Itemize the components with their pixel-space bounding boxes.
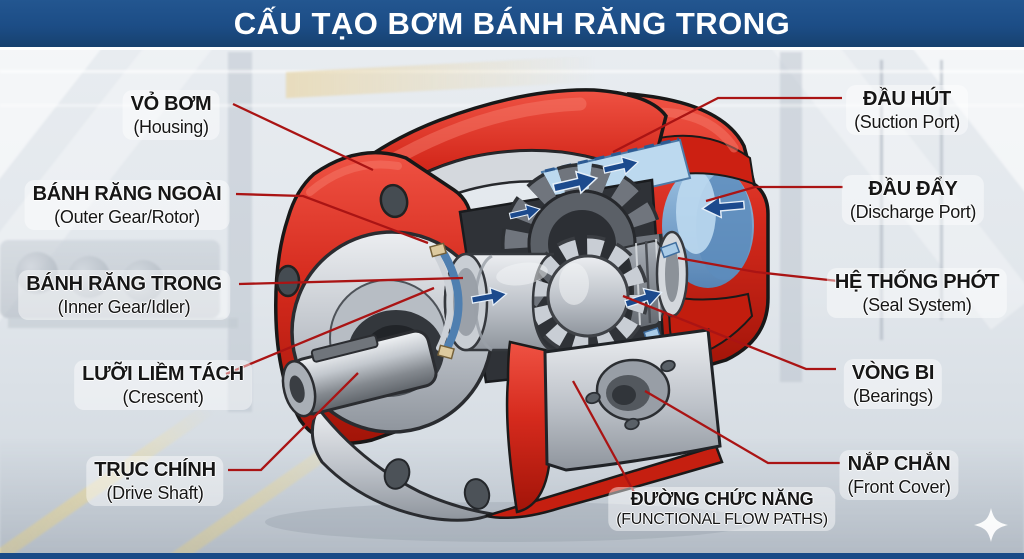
front-cover-plate bbox=[543, 328, 722, 472]
label-outer-gear: BÁNH RĂNG NGOÀI (Outer Gear/Rotor) bbox=[24, 180, 230, 230]
label-suction-port-en: (Suction Port) bbox=[854, 112, 960, 132]
bg-drum bbox=[16, 252, 58, 294]
label-crescent-en: (Crescent) bbox=[122, 387, 204, 407]
leader-inner-gear bbox=[238, 276, 464, 286]
label-inner-gear-en: (Inner Gear/Idler) bbox=[57, 297, 191, 317]
leader-crescent bbox=[225, 286, 435, 376]
bolt-hole bbox=[275, 264, 301, 298]
screw-hole bbox=[660, 359, 676, 373]
label-front-cover-en: (Front Cover) bbox=[847, 477, 951, 497]
leader-front-cover bbox=[644, 390, 840, 465]
pump-shadow bbox=[265, 502, 755, 542]
page-title: CẤU TẠO BƠM BÁNH RĂNG TRONG bbox=[233, 5, 791, 41]
leader-suction-port bbox=[612, 96, 842, 154]
label-seal-system-en: (Seal System) bbox=[862, 295, 972, 315]
label-housing: VỎ BƠM (Housing) bbox=[122, 90, 220, 140]
label-crescent-vi: LƯỠI LIỀM TÁCH bbox=[82, 363, 244, 385]
leader-lines bbox=[225, 96, 843, 493]
label-outer-gear-vi: BÁNH RĂNG NGOÀI bbox=[32, 183, 222, 205]
label-drive-shaft-vi: TRỤC CHÍNH bbox=[94, 459, 216, 481]
drive-shaft bbox=[281, 329, 438, 418]
leader-outer-gear bbox=[235, 192, 429, 245]
bottom-strip bbox=[0, 553, 1024, 559]
label-inner-gear: BÁNH RĂNG TRONG (Inner Gear/Idler) bbox=[18, 270, 230, 320]
label-discharge-port: ĐẦU ĐẨY (Discharge Port) bbox=[841, 175, 985, 225]
inner-gear bbox=[527, 235, 649, 357]
label-bearings-vi: VÒNG BI bbox=[851, 362, 935, 384]
leader-discharge-port bbox=[705, 185, 843, 203]
label-housing-vi: VỎ BƠM bbox=[130, 93, 212, 115]
label-bearings: VÒNG BI (Bearings) bbox=[843, 359, 943, 409]
bg-drum bbox=[68, 256, 110, 298]
bg-shelf bbox=[8, 318, 238, 328]
label-drive-shaft-en: (Drive Shaft) bbox=[106, 483, 204, 503]
bg-drum bbox=[122, 260, 164, 302]
label-suction-port: ĐẦU HÚT (Suction Port) bbox=[846, 85, 968, 135]
label-bearings-en: (Bearings) bbox=[852, 386, 934, 406]
label-housing-en: (Housing) bbox=[133, 117, 209, 137]
bolt-hole bbox=[383, 458, 411, 490]
housing-bottom-band bbox=[485, 444, 724, 520]
label-discharge-port-en: (Discharge Port) bbox=[849, 202, 977, 222]
seal-element bbox=[659, 241, 681, 259]
bg-column bbox=[880, 60, 883, 340]
shaft-keyway bbox=[310, 334, 379, 363]
bg-column bbox=[940, 60, 943, 320]
label-seal-system: HỆ THỐNG PHỚT (Seal System) bbox=[826, 268, 1008, 318]
label-seal-system-vi: HỆ THỐNG PHỚT bbox=[834, 271, 1000, 293]
leader-drive-shaft bbox=[228, 372, 359, 472]
leader-seal-system bbox=[677, 256, 839, 283]
label-outer-gear-en: (Outer Gear/Rotor) bbox=[54, 207, 200, 227]
screw-hole bbox=[624, 417, 640, 431]
bg-column bbox=[780, 52, 802, 382]
label-suction-port-vi: ĐẦU HÚT bbox=[863, 88, 951, 110]
leader-bearings bbox=[622, 294, 836, 371]
sparkle-icon bbox=[974, 508, 1008, 542]
leader-flow-paths bbox=[571, 380, 636, 493]
crescent-spacer bbox=[429, 242, 463, 360]
label-crescent: LƯỠI LIỀM TÁCH (Crescent) bbox=[74, 360, 252, 410]
label-front-cover: NẮP CHẮN (Front Cover) bbox=[839, 450, 959, 500]
leader-housing bbox=[232, 102, 374, 172]
label-flow-paths-en: (FUNCTIONAL FLOW PATHS) bbox=[616, 511, 828, 528]
label-drive-shaft: TRỤC CHÍNH (Drive Shaft) bbox=[86, 456, 224, 506]
bolt-hole bbox=[379, 183, 409, 219]
label-flow-paths-vi: ĐƯỜNG CHỨC NĂNG bbox=[630, 489, 814, 509]
title-banner: CẤU TẠO BƠM BÁNH RĂNG TRONG bbox=[0, 0, 1024, 47]
label-inner-gear-vi: BÁNH RĂNG TRONG bbox=[26, 273, 222, 295]
label-flow-paths: ĐƯỜNG CHỨC NĂNG (FUNCTIONAL FLOW PATHS) bbox=[608, 487, 836, 531]
label-front-cover-vi: NẮP CHẮN bbox=[847, 453, 951, 475]
screw-hole bbox=[585, 391, 601, 405]
bolt-hole bbox=[463, 478, 491, 510]
housing-column bbox=[505, 340, 551, 514]
label-discharge-port-vi: ĐẦU ĐẨY bbox=[868, 178, 958, 200]
